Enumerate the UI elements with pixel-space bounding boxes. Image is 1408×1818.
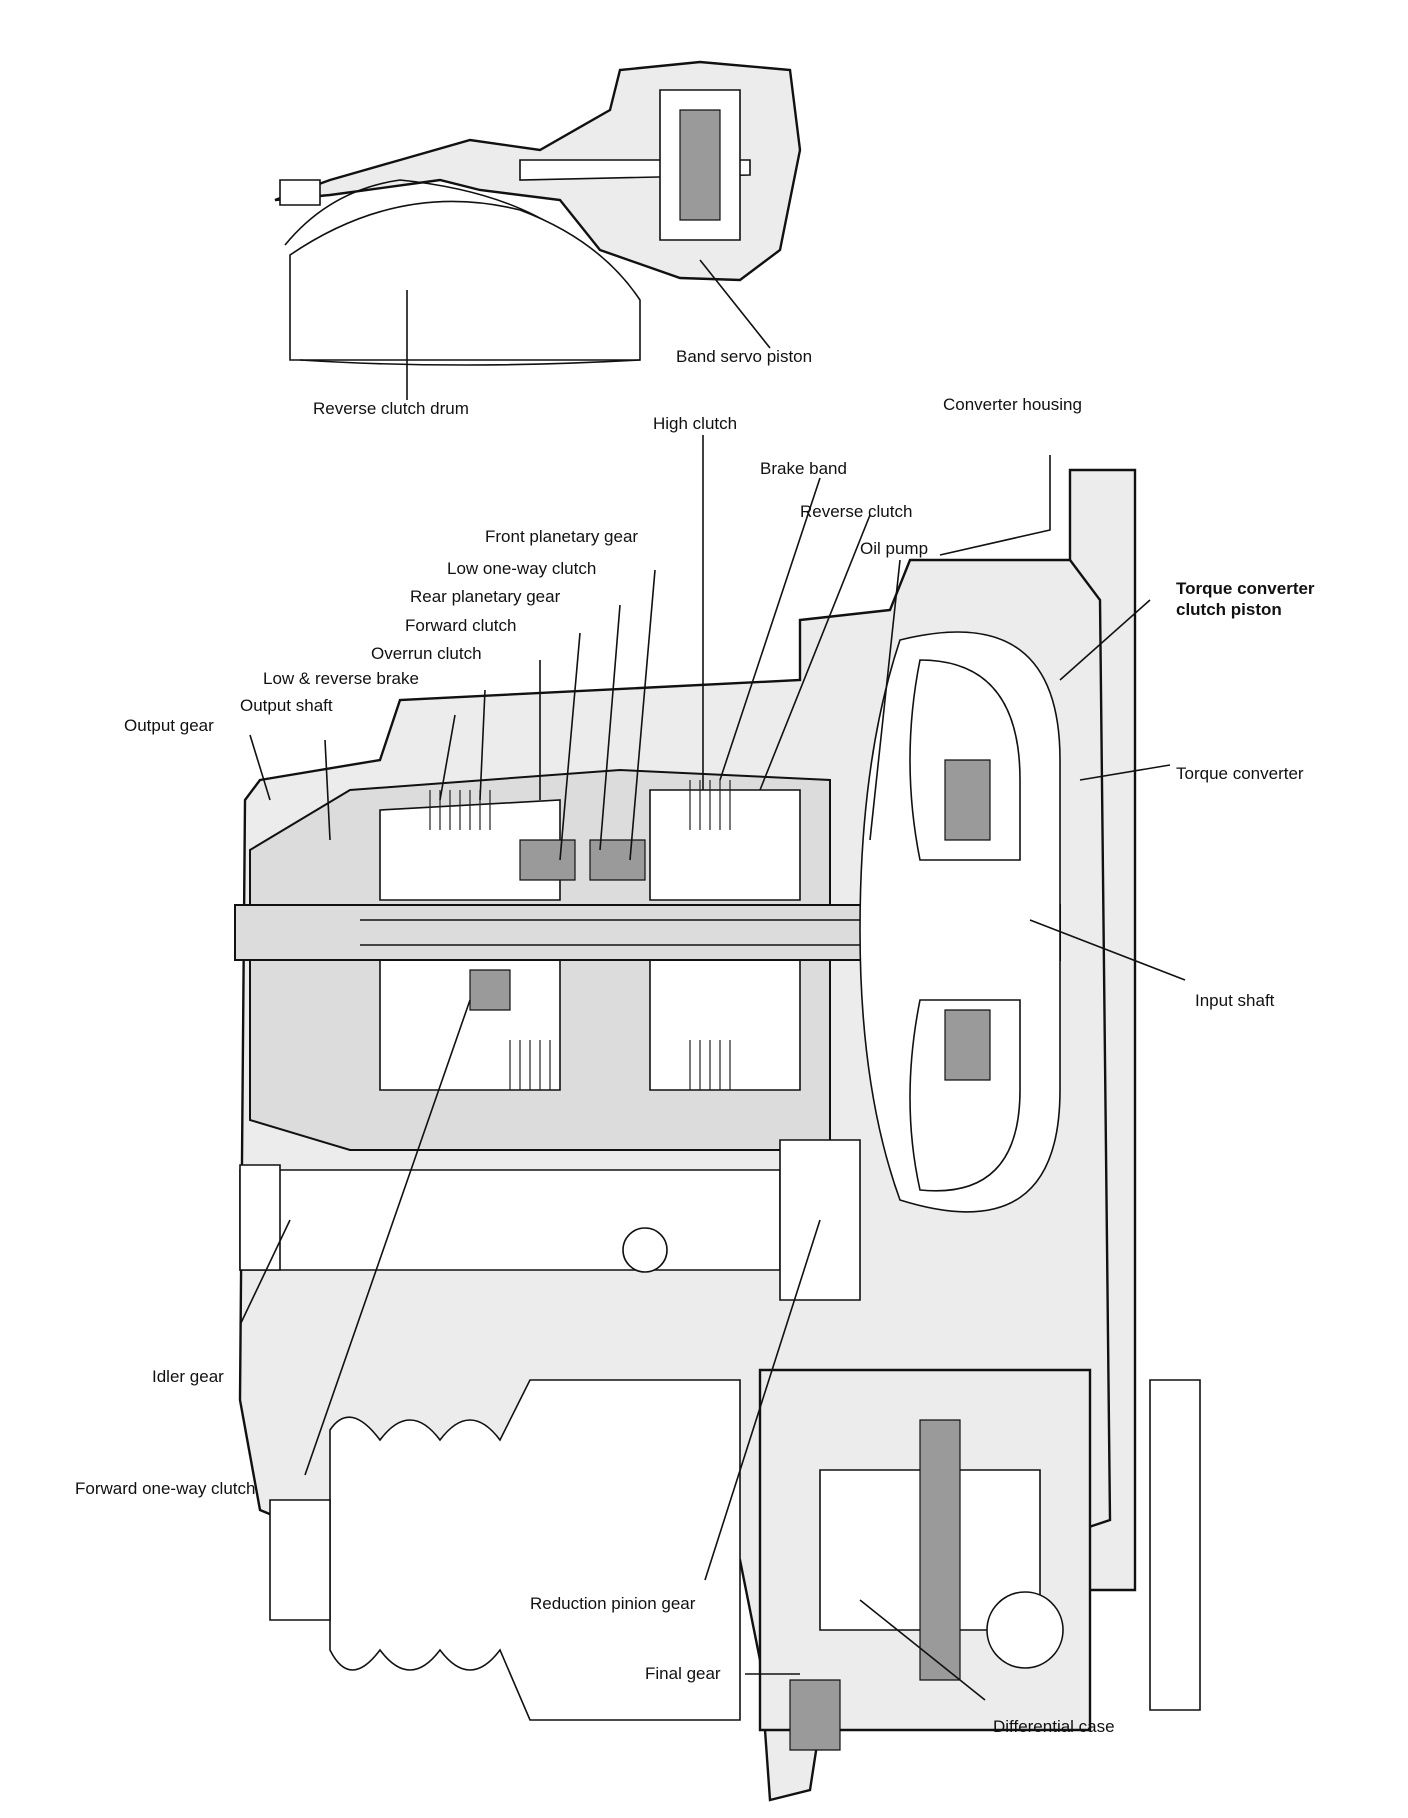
label-forward-one-way-clutch: Forward one-way clutch bbox=[75, 1479, 256, 1498]
label-overrun-clutch: Overrun clutch bbox=[371, 644, 482, 663]
label-reverse-clutch: Reverse clutch bbox=[800, 502, 913, 521]
transaxle-housing bbox=[234, 468, 1201, 1802]
label-idler-gear: Idler gear bbox=[152, 1367, 224, 1386]
label-low-one-way-clutch: Low one-way clutch bbox=[447, 559, 597, 578]
label-front-planetary-gear: Front planetary gear bbox=[485, 527, 639, 546]
label-forward-clutch: Forward clutch bbox=[405, 616, 517, 635]
label-low-reverse-brake: Low & reverse brake bbox=[263, 669, 419, 688]
label-torque-converter-clutch-piston: Torque converter clutch piston bbox=[1176, 579, 1315, 620]
label-differential-case: Differential case bbox=[993, 1717, 1115, 1736]
label-output-gear: Output gear bbox=[124, 716, 214, 735]
label-reduction-pinion-gear: Reduction pinion gear bbox=[530, 1594, 696, 1613]
label-brake-band: Brake band bbox=[760, 459, 847, 478]
label-high-clutch: High clutch bbox=[653, 414, 738, 433]
band-servo-inset bbox=[274, 60, 802, 366]
label-converter-housing: Converter housing bbox=[943, 395, 1082, 414]
label-reverse-clutch-drum: Reverse clutch drum bbox=[313, 399, 469, 418]
label-oil-pump: Oil pump bbox=[860, 539, 929, 558]
label-final-gear: Final gear bbox=[645, 1664, 721, 1683]
label-output-shaft: Output shaft bbox=[240, 696, 333, 715]
label-input-shaft: Input shaft bbox=[1195, 991, 1275, 1010]
label-rear-planetary-gear: Rear planetary gear bbox=[410, 587, 561, 606]
label-torque-converter: Torque converter bbox=[1176, 764, 1304, 783]
label-band-servo-piston: Band servo piston bbox=[676, 347, 813, 366]
leader-lines bbox=[239, 259, 1186, 1701]
